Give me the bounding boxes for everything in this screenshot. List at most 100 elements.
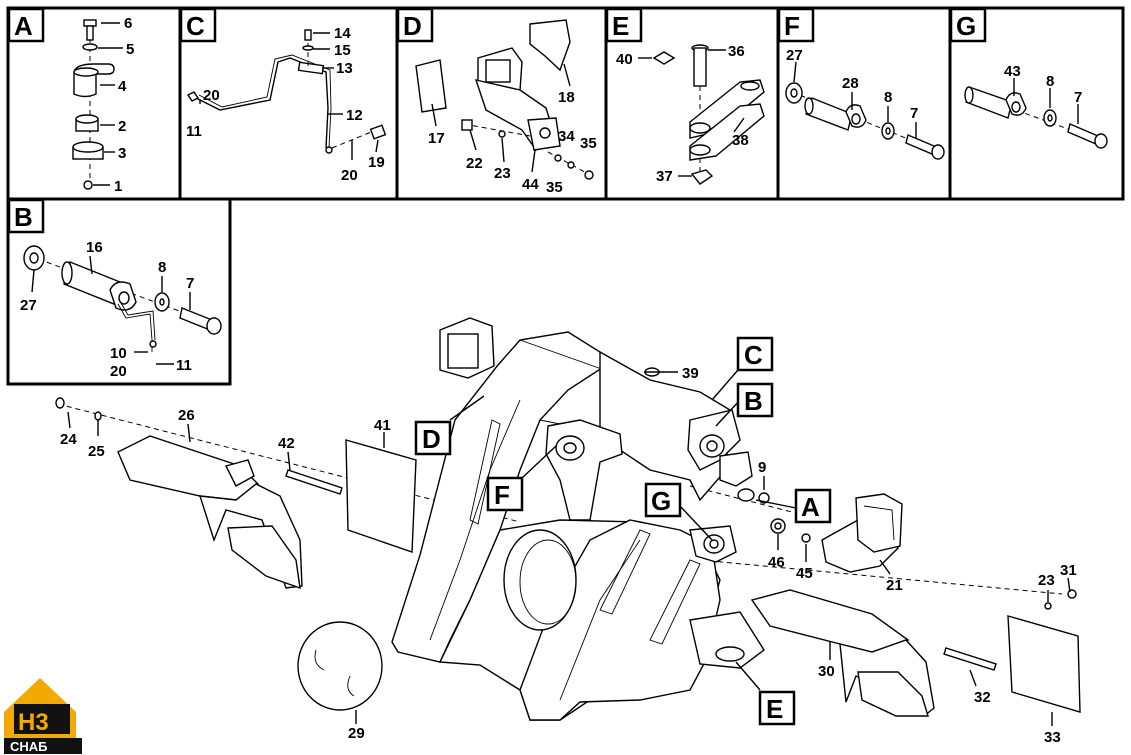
panel-g: G 43 8 7 bbox=[948, 6, 1125, 201]
label-c-19: 19 bbox=[368, 154, 385, 171]
label-31: 31 bbox=[1060, 562, 1077, 579]
label-b-16: 16 bbox=[86, 239, 103, 256]
panel-b-letter: B bbox=[14, 202, 33, 232]
label-41: 41 bbox=[374, 417, 391, 434]
label-b-27: 27 bbox=[20, 297, 37, 314]
label-29: 29 bbox=[348, 725, 365, 742]
svg-text:D: D bbox=[422, 424, 441, 454]
label-9: 9 bbox=[758, 459, 766, 476]
panel-e: E 40 36 38 37 bbox=[604, 6, 780, 201]
label-d-17: 17 bbox=[428, 130, 445, 147]
label-d-18: 18 bbox=[558, 89, 575, 106]
panel-f: F 27 28 8 7 bbox=[776, 6, 952, 201]
label-a-6: 6 bbox=[124, 15, 132, 32]
fender-left-panel bbox=[227, 525, 301, 590]
fender-left-skirt bbox=[199, 483, 303, 589]
label-c-15: 15 bbox=[334, 42, 351, 59]
panel-e-letter: E bbox=[612, 11, 629, 41]
label-e-37: 37 bbox=[656, 168, 673, 185]
label-g-8: 8 bbox=[1046, 73, 1054, 90]
label-f-27: 27 bbox=[786, 47, 803, 64]
strip-32 bbox=[943, 647, 997, 671]
label-a-3: 3 bbox=[118, 145, 126, 162]
svg-text:F: F bbox=[494, 480, 510, 510]
svg-text:A: A bbox=[801, 492, 820, 522]
label-a-1: 1 bbox=[114, 178, 122, 195]
svg-text:C: C bbox=[744, 340, 763, 370]
callout-c bbox=[736, 336, 774, 372]
label-21: 21 bbox=[886, 577, 903, 594]
main-assembly bbox=[55, 317, 1081, 726]
panel-d-letter: D bbox=[403, 11, 422, 41]
label-b-20: 20 bbox=[110, 363, 127, 380]
label-b-10: 10 bbox=[110, 345, 127, 362]
label-f-28: 28 bbox=[842, 75, 859, 92]
label-d-22: 22 bbox=[466, 155, 483, 172]
panel-c-letter: C bbox=[186, 11, 205, 41]
panel-f-letter: F bbox=[784, 11, 800, 41]
centerline-fender-right bbox=[699, 559, 1063, 595]
label-d-23: 23 bbox=[494, 165, 511, 182]
label-d-44: 44 bbox=[522, 176, 539, 193]
label-24: 24 bbox=[60, 431, 77, 448]
label-39: 39 bbox=[682, 365, 699, 382]
label-30: 30 bbox=[818, 663, 835, 680]
svg-text:E: E bbox=[766, 694, 783, 724]
callout-d bbox=[414, 420, 452, 456]
label-c-20b: 20 bbox=[341, 167, 358, 184]
label-e-40: 40 bbox=[616, 51, 633, 68]
label-g-43: 43 bbox=[1004, 63, 1021, 80]
label-b-7: 7 bbox=[186, 275, 194, 292]
panel-d: D 18 17 22 23 44 34 35 35 bbox=[395, 6, 608, 201]
plate-33 bbox=[1007, 615, 1081, 713]
label-d-35b: 35 bbox=[546, 179, 563, 196]
label-c-20a: 20 bbox=[203, 87, 220, 104]
label-g-7: 7 bbox=[1074, 89, 1082, 106]
label-c-13: 13 bbox=[336, 60, 353, 77]
label-a-5: 5 bbox=[126, 41, 134, 58]
label-33: 33 bbox=[1044, 729, 1061, 746]
svg-text:G: G bbox=[651, 486, 671, 516]
cover-29 bbox=[297, 621, 383, 711]
label-23: 23 bbox=[1038, 572, 1055, 589]
callout-tags: D C B F G A E bbox=[414, 336, 832, 726]
brand-logo: H3 CHAБ bbox=[4, 678, 82, 754]
label-f-8: 8 bbox=[884, 89, 892, 106]
panel-a: A 6 5 4 2 3 1 bbox=[6, 6, 182, 201]
frame-lower-hitch bbox=[689, 611, 765, 669]
label-e-36: 36 bbox=[728, 43, 745, 60]
logo-text: CHAБ bbox=[10, 739, 48, 754]
label-26: 26 bbox=[178, 407, 195, 424]
frame-upper-ear-f bbox=[545, 419, 623, 521]
strip-42 bbox=[285, 469, 343, 495]
label-c-11: 11 bbox=[186, 123, 202, 140]
plate-41 bbox=[345, 439, 417, 553]
label-b-8: 8 bbox=[158, 259, 166, 276]
panel-a-letter: A bbox=[14, 11, 33, 41]
label-c-12: 12 bbox=[346, 107, 363, 124]
callout-g bbox=[644, 482, 682, 518]
label-25: 25 bbox=[88, 443, 105, 460]
svg-text:B: B bbox=[744, 386, 763, 416]
label-a-2: 2 bbox=[118, 118, 126, 135]
label-42: 42 bbox=[278, 435, 295, 452]
label-45: 45 bbox=[796, 565, 813, 582]
label-32: 32 bbox=[974, 689, 991, 706]
logo-mark: H3 bbox=[18, 709, 49, 736]
panel-g-letter: G bbox=[956, 11, 976, 41]
label-d-35a: 35 bbox=[580, 135, 597, 152]
label-c-14: 14 bbox=[334, 25, 351, 42]
panel-b: B 16 8 7 27 10 20 11 bbox=[6, 197, 232, 386]
label-f-7: 7 bbox=[910, 105, 918, 122]
callout-e bbox=[758, 690, 796, 726]
label-d-34: 34 bbox=[558, 128, 575, 145]
label-46: 46 bbox=[768, 554, 785, 571]
panel-c: C 14 15 13 20 11 12 19 20 bbox=[178, 6, 399, 201]
fender-right-panel bbox=[857, 671, 929, 717]
label-b-11: 11 bbox=[176, 357, 192, 374]
main-labels: 39 26 24 25 42 41 9 46 45 21 23 31 30 32… bbox=[60, 365, 1077, 746]
label-e-38: 38 bbox=[732, 132, 749, 149]
callout-f bbox=[486, 476, 524, 512]
callout-b bbox=[736, 382, 774, 418]
